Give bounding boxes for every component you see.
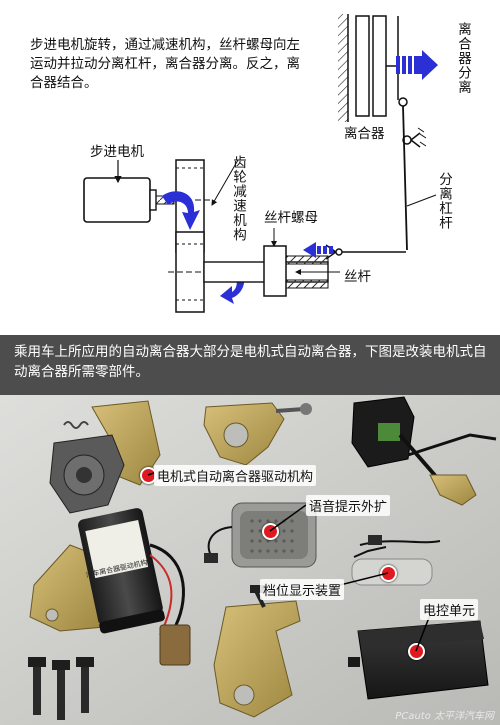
clutch-release-label: 离合器分离 xyxy=(455,22,471,95)
stepper-motor-label: 步进电机 xyxy=(90,144,144,160)
gear-reducer xyxy=(168,159,239,313)
clutch-schematic: 步进电机旋转，通过减速机构，丝杆螺母向左运动并拉动分离杠杆，离合器分离。反之，离… xyxy=(0,0,500,335)
clutch-plate-1 xyxy=(355,15,370,117)
lead-screw-label: 丝杆 xyxy=(344,269,371,285)
clutch-plate-2 xyxy=(372,15,387,117)
release-lever-label: 分离杠杆 xyxy=(436,172,452,230)
voice-speaker-marker xyxy=(262,523,279,540)
lever-pivot xyxy=(402,127,427,148)
site-watermark: PCauto 太平洋汽车网 xyxy=(395,711,494,722)
release-lever-line xyxy=(402,105,408,251)
clutch-label: 离合器 xyxy=(344,126,385,142)
pedal-sensor-part xyxy=(351,396,497,506)
caption-text: 乘用车上所应用的自动离合器大部分是电机式自动离合器，下图是改装电机式自动离合器所… xyxy=(14,344,487,380)
gear-display-label: 档位显示装置 xyxy=(260,579,345,600)
lead-screw-nut xyxy=(263,228,287,297)
clutch-housing-wall xyxy=(338,14,349,122)
nut-motion-arrow xyxy=(303,242,333,258)
gear-rotation-arrow xyxy=(162,191,200,230)
drive-mechanism-part xyxy=(29,400,191,666)
caption-bar: 乘用车上所应用的自动离合器大部分是电机式自动离合器，下图是改装电机式自动离合器所… xyxy=(0,335,500,395)
small-bracket-part xyxy=(203,402,312,466)
ecu-label: 电控单元 xyxy=(420,599,479,620)
clutch-release-arrow xyxy=(396,50,438,80)
mount-bracket-part xyxy=(213,585,301,718)
schematic-drawing xyxy=(83,14,438,313)
bolts xyxy=(28,657,94,720)
parts-photo: 汽车离合器驱动机构 xyxy=(0,395,500,725)
mechanism-description: 步进电机旋转，通过减速机构，丝杆螺母向左运动并拉动分离杠杆，离合器分离。反之，离… xyxy=(30,37,300,91)
parts-photo-drawing: 汽车离合器驱动机构 xyxy=(0,395,500,725)
lead-screw-nut-label: 丝杆螺母 xyxy=(264,210,318,226)
gear-reducer-label: 齿轮减速机构 xyxy=(230,155,246,242)
gear-display-marker xyxy=(380,565,397,582)
ecu-marker xyxy=(408,643,425,660)
drive-mechanism-label: 电机式自动离合器驱动机构 xyxy=(154,465,317,486)
voice-speaker-label: 语音提示外扩 xyxy=(306,495,391,516)
stepper-motor-body xyxy=(83,160,157,223)
ecu-part xyxy=(348,620,489,700)
